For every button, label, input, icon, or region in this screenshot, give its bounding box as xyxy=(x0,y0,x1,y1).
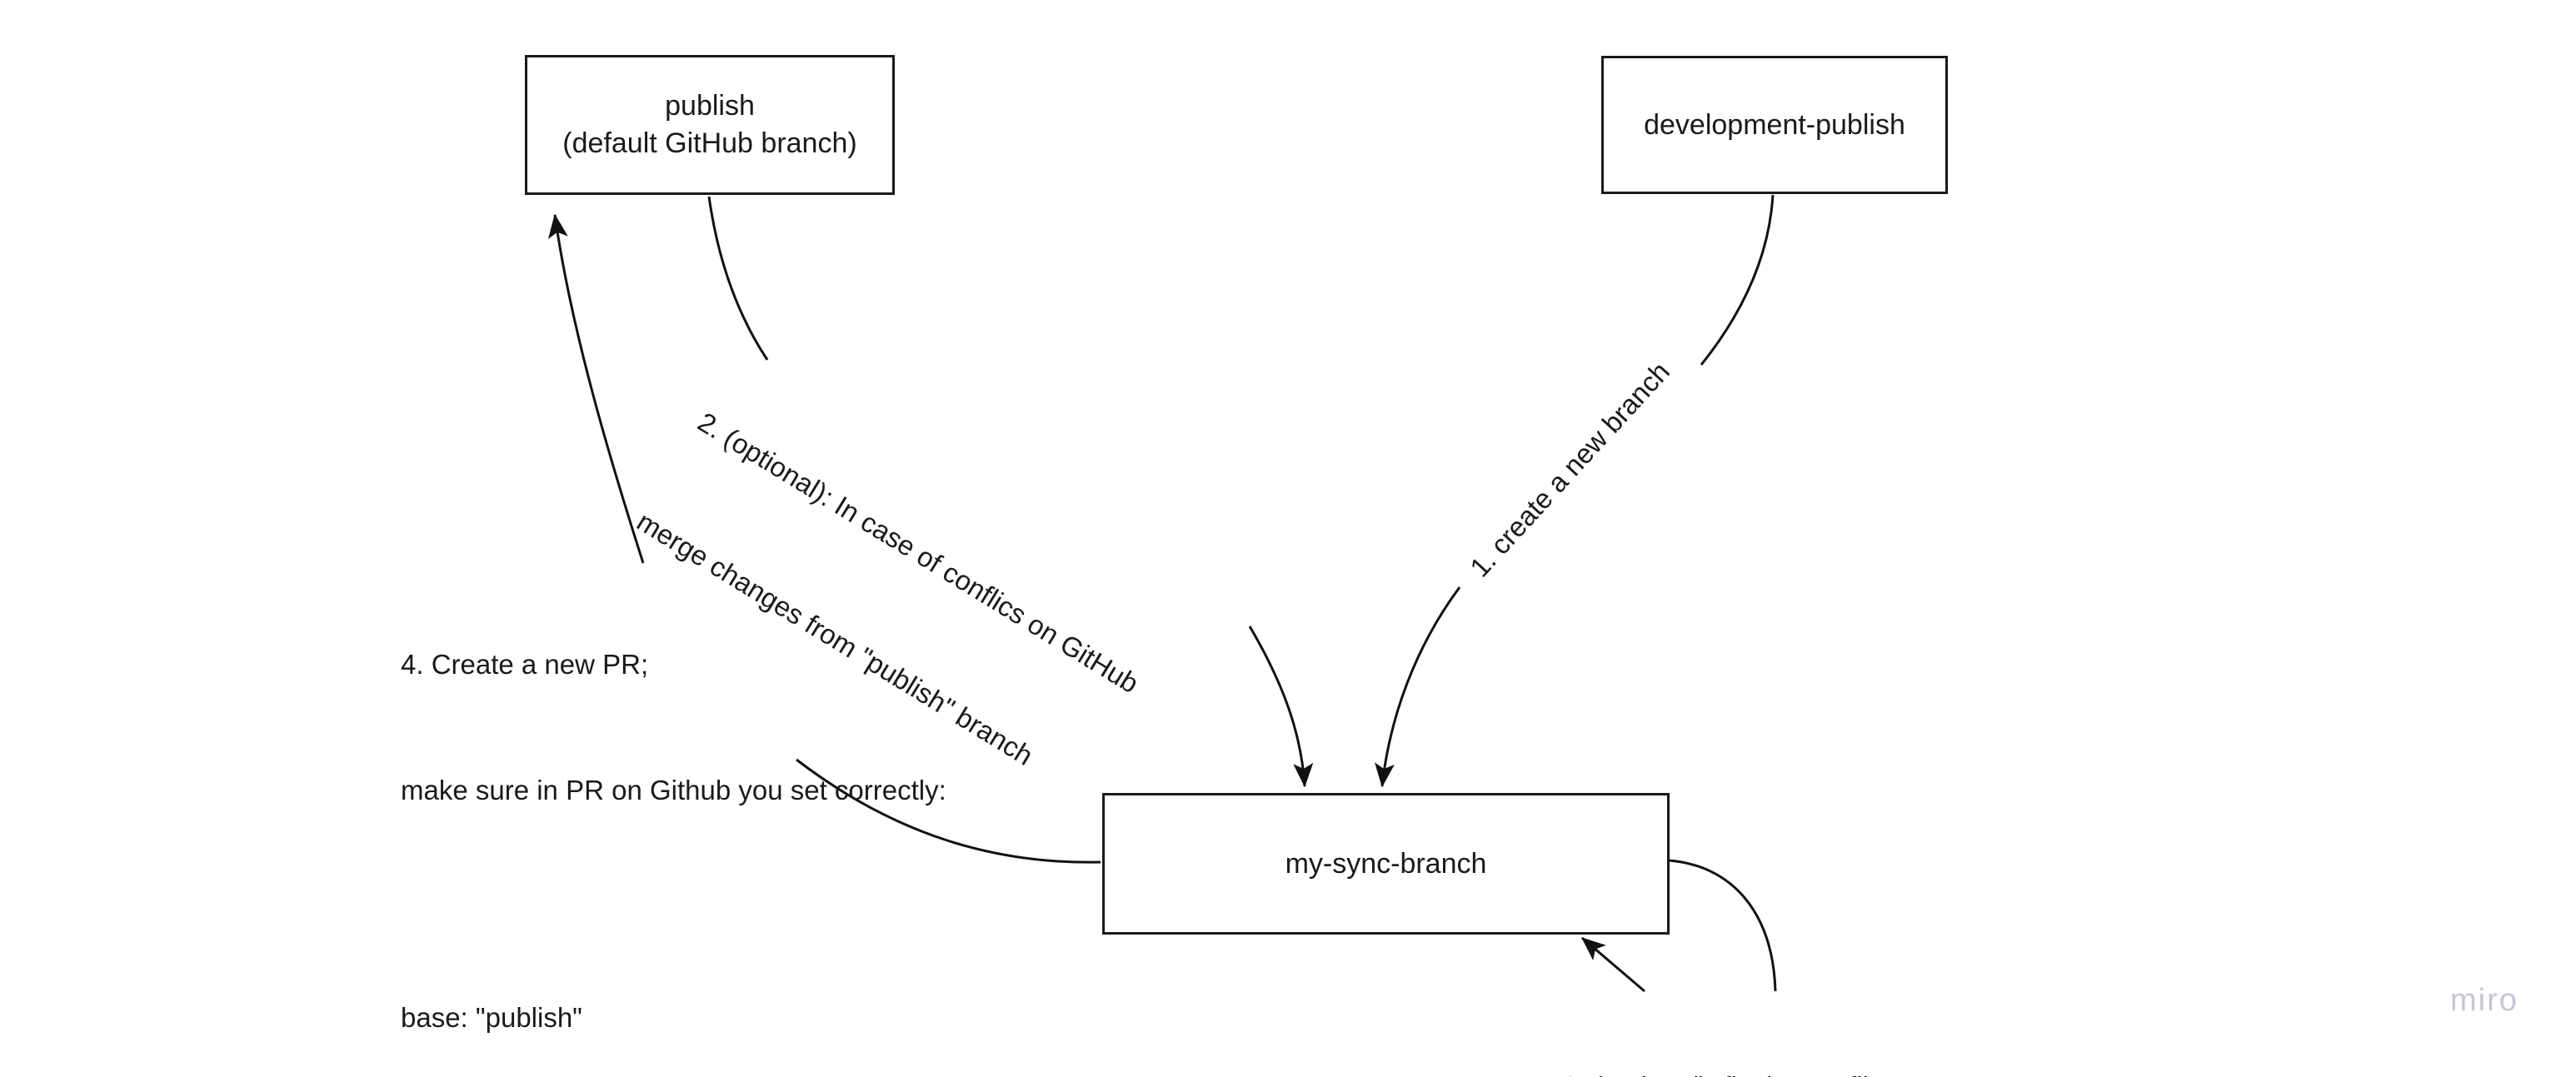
edge-label-create-pr-line2: make sure in PR on Github you set correc… xyxy=(401,774,946,805)
edge-pr-text-to-branch xyxy=(796,758,1101,864)
edge-create-branch-upper xyxy=(1700,194,1775,366)
edge-merge-publish-upper xyxy=(707,196,769,361)
node-development-publish[interactable]: development-publish xyxy=(1601,56,1948,194)
edge-merge-to-branch xyxy=(1248,626,1314,788)
edge-label-create-pr-spacer xyxy=(401,895,946,913)
edge-fix-conflicts-in xyxy=(1581,936,1645,993)
node-my-sync-branch[interactable]: my-sync-branch xyxy=(1102,793,1670,935)
edge-label-create-pr-line3: base: "publish" xyxy=(401,1001,582,1033)
node-publish-line1: publish xyxy=(665,90,755,122)
edge-label-create-pr-line1: 4. Create a new PR; xyxy=(401,649,649,681)
miro-watermark: miro xyxy=(2450,983,2519,1018)
node-publish-text: publish (default GitHub branch) xyxy=(562,87,856,162)
edge-pr-to-publish xyxy=(547,213,645,564)
edge-label-fix-conflicts-text: 3. (optional): fix the conflicts xyxy=(1563,1068,1904,1077)
node-publish-line2: (default GitHub branch) xyxy=(562,127,857,159)
edge-label-fix-conflicts: 3. (optional): fix the conflicts xyxy=(1563,990,1904,1077)
node-my-sync-branch-label: my-sync-branch xyxy=(1285,847,1487,880)
node-publish[interactable]: publish (default GitHub branch) xyxy=(525,55,895,195)
edge-fix-conflicts-out xyxy=(1668,859,1777,992)
edge-create-branch-to-branch xyxy=(1375,586,1461,788)
edge-label-create-pr: 4. Create a new PR; make sure in PR on G… xyxy=(401,561,946,1077)
node-development-publish-label: development-publish xyxy=(1644,108,1905,141)
